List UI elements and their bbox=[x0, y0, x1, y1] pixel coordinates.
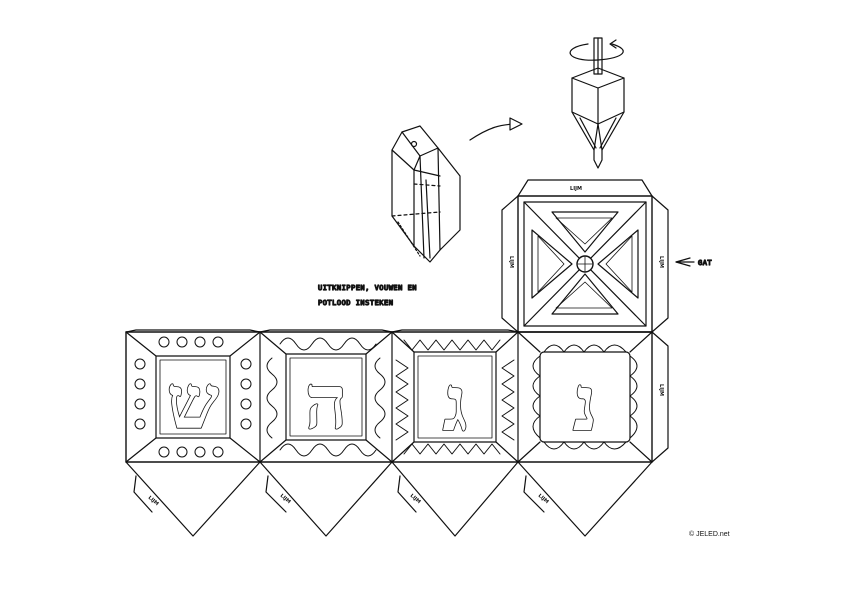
decorative-scallops bbox=[532, 344, 638, 450]
folding-step-illustration bbox=[391, 125, 461, 263]
instructions-line-2: POTLOOD INSTEKEN bbox=[318, 299, 393, 307]
decorative-zigzag bbox=[395, 339, 515, 455]
glue-tab-label: LIJM bbox=[658, 384, 664, 396]
copyright-notice: © JELED.net bbox=[689, 530, 730, 538]
hole-label: GAT bbox=[698, 259, 712, 267]
glue-tab-label: LIJM bbox=[658, 256, 664, 268]
instructions-line-1: UITKNIPPEN, VOUWEN EN bbox=[318, 284, 417, 292]
glue-tab-label: LIJM bbox=[508, 256, 514, 268]
letter-gimel: ג bbox=[442, 359, 467, 448]
glue-tab-label: LIJM bbox=[570, 186, 582, 192]
decorative-waves bbox=[266, 337, 386, 457]
letter-he: ה bbox=[305, 360, 348, 446]
top-face-with-hole: LIJM LIJM LIJM bbox=[501, 179, 669, 333]
finished-dreidel-illustration bbox=[569, 37, 625, 169]
face-gimel: ג bbox=[391, 331, 519, 463]
hole-callout: GAT bbox=[675, 257, 713, 268]
arrow-icon bbox=[469, 117, 523, 141]
face-nun: נ bbox=[517, 331, 653, 463]
decorative-dots bbox=[134, 336, 252, 458]
bottom-point-flaps: LIJM LIJM LIJM LIJM bbox=[125, 461, 653, 537]
face-he: ה bbox=[259, 331, 393, 463]
letter-shin: ש bbox=[167, 360, 219, 446]
letter-nun: נ bbox=[573, 359, 598, 448]
side-faces-strip: LIJM bbox=[125, 329, 669, 463]
face-shin: ש bbox=[125, 331, 261, 463]
